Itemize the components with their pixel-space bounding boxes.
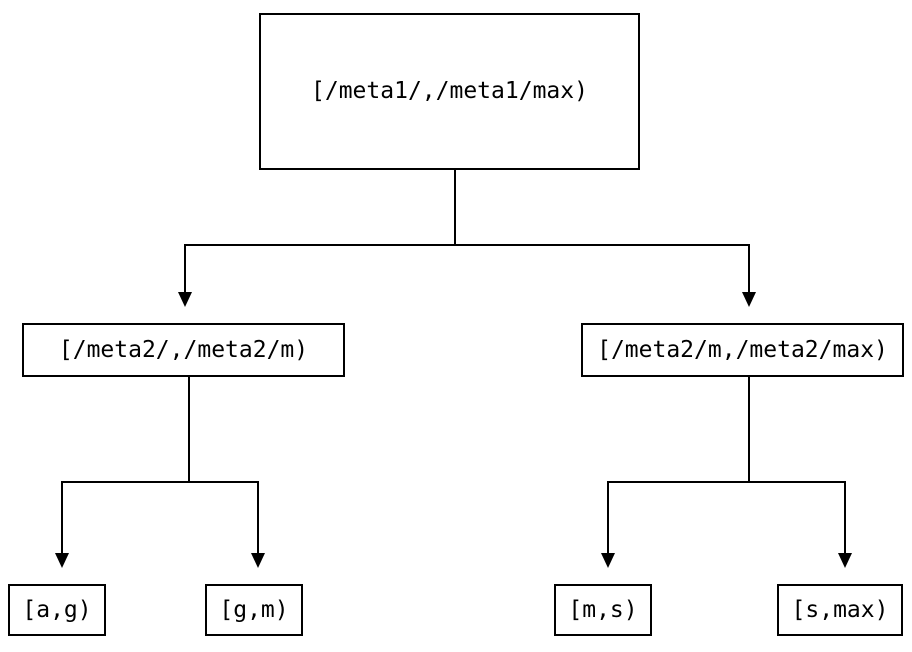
- node-root: [/meta1/,/meta1/max): [259, 13, 640, 170]
- node-mid-left-label: [/meta2/,/meta2/m): [58, 336, 309, 363]
- edge-root-to-mid-left-drop: [184, 244, 186, 292]
- edge-mid-right-crossbar: [607, 481, 846, 483]
- edge-mid-right-to-leaf-smax-drop: [844, 481, 846, 553]
- node-leaf-ag-label: [a,g): [22, 596, 92, 623]
- node-mid-right-label: [/meta2/m,/meta2/max): [597, 336, 888, 363]
- node-leaf-smax-label: [s,max): [791, 596, 889, 623]
- node-leaf-ms: [m,s): [554, 584, 652, 636]
- node-leaf-gm: [g,m): [205, 584, 303, 636]
- edge-mid-right-stem: [748, 377, 750, 483]
- node-leaf-gm-label: [g,m): [219, 596, 289, 623]
- node-mid-left: [/meta2/,/meta2/m): [22, 323, 345, 377]
- node-leaf-ag: [a,g): [8, 584, 106, 636]
- arrow-down-icon: [601, 553, 615, 568]
- edge-mid-right-to-leaf-ms-drop: [607, 481, 609, 553]
- arrow-down-icon: [742, 292, 756, 307]
- node-mid-right: [/meta2/m,/meta2/max): [581, 323, 904, 377]
- edge-root-to-mid-right-drop: [748, 244, 750, 292]
- arrow-down-icon: [55, 553, 69, 568]
- node-leaf-smax: [s,max): [777, 584, 903, 636]
- arrow-down-icon: [251, 553, 265, 568]
- arrow-down-icon: [178, 292, 192, 307]
- edge-mid-left-crossbar: [61, 481, 259, 483]
- node-root-label: [/meta1/,/meta1/max): [311, 78, 588, 104]
- edge-mid-left-stem: [188, 377, 190, 483]
- edge-mid-left-to-leaf-gm-drop: [257, 481, 259, 553]
- arrow-down-icon: [838, 553, 852, 568]
- node-leaf-ms-label: [m,s): [568, 596, 638, 623]
- edge-root-crossbar: [184, 244, 750, 246]
- edge-mid-left-to-leaf-ag-drop: [61, 481, 63, 553]
- edge-root-stem: [454, 170, 456, 246]
